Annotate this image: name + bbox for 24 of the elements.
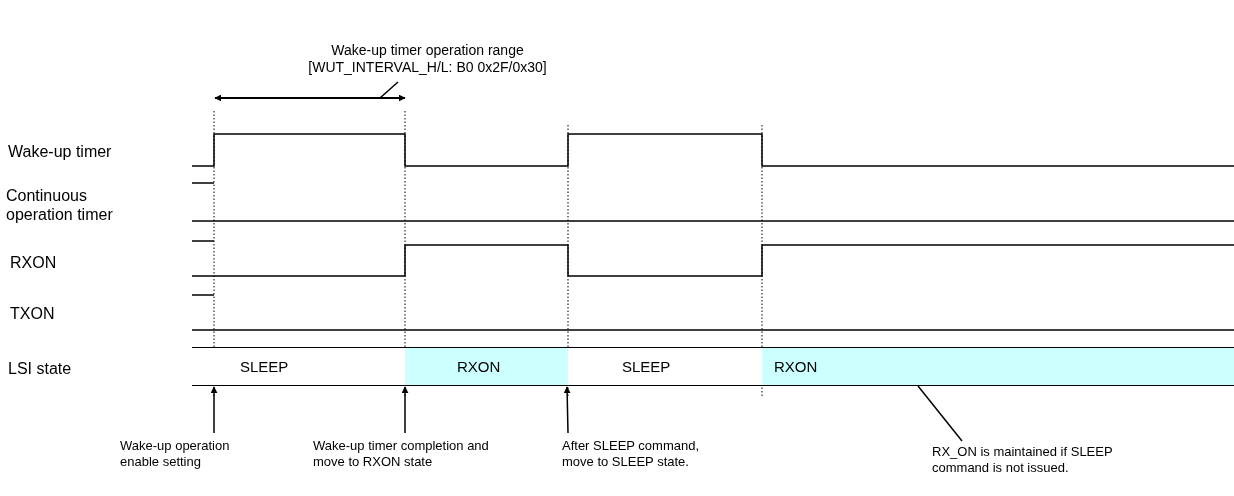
signal-label: Continuous operation timer [6,186,114,224]
arrow [563,386,571,434]
annotation-text: RX_ON is maintained if SLEEP command is not issued. [932,444,1114,476]
state-segment [405,347,568,386]
state-segment [568,347,762,386]
state-segment [192,347,405,386]
range-label: Wake-up timer operation range [330,42,525,59]
state-name: SLEEP [622,358,671,375]
state-name: SLEEP [240,358,289,375]
signal-label: TXON [10,304,56,323]
signal-label: Wake-up timer [8,142,113,161]
state-segment [762,347,1234,386]
leader-line [917,385,963,442]
leader-line [379,81,399,99]
range-label: [WUT_INTERVAL_H/L: B0 0x2F/0x30] [307,59,548,76]
annotation-text: Wake-up operation enable setting [120,438,231,470]
state-name: RXON [457,358,501,375]
annotation-text: Wake-up timer completion and move to RXON state [313,438,490,470]
arrow [401,386,409,434]
signal-label: LSI state [8,359,73,378]
annotation-text: After SLEEP command, move to SLEEP state. [562,438,701,470]
state-name: RXON [774,358,818,375]
arrow [210,386,218,434]
signal-label: RXON [10,253,58,272]
